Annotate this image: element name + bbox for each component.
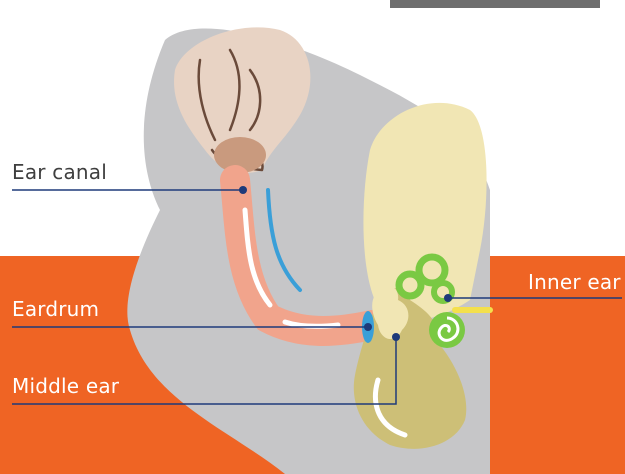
inner-ear-label: Inner ear [528, 270, 621, 294]
eardrum-pointer-dot [364, 323, 372, 331]
ear-canal-label: Ear canal [12, 160, 107, 184]
middle-ear-label: Middle ear [12, 374, 119, 398]
eardrum-label: Eardrum [12, 297, 99, 321]
ear-canal-pointer-dot [239, 186, 247, 194]
middle-ear-pointer-dot [392, 333, 400, 341]
inner-ear-pointer-dot [444, 294, 452, 302]
